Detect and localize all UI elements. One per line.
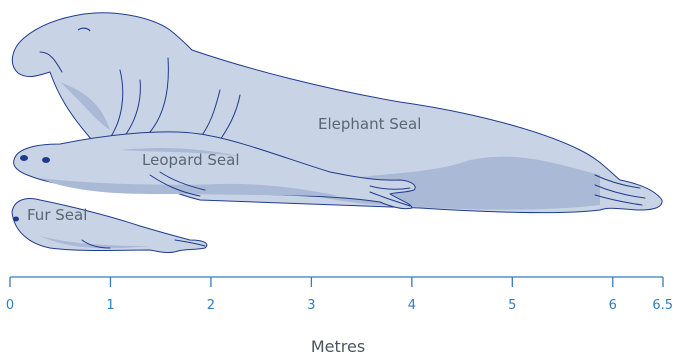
scale-tick-label: 3: [307, 298, 315, 313]
leopard-seal-label: Leopard Seal: [142, 151, 240, 169]
scale-tick-label: 4: [408, 298, 416, 313]
scale-tick-label: 5: [508, 298, 516, 313]
scale-ticks: 0 1 2 3 4 5 6 6.5: [6, 277, 673, 313]
scale-tick-label: 6.5: [652, 298, 673, 313]
scale-title: Metres: [311, 337, 365, 356]
fur-seal-label: Fur Seal: [27, 206, 87, 224]
scale-tick-label: 2: [207, 298, 215, 313]
scale-tick-label: 0: [6, 298, 14, 313]
scale-tick-label: 6: [609, 298, 617, 313]
metres-scale: 0 1 2 3 4 5 6 6.5 Metres: [6, 277, 673, 356]
scale-tick-label: 1: [106, 298, 114, 313]
elephant-seal-label: Elephant Seal: [318, 115, 421, 133]
